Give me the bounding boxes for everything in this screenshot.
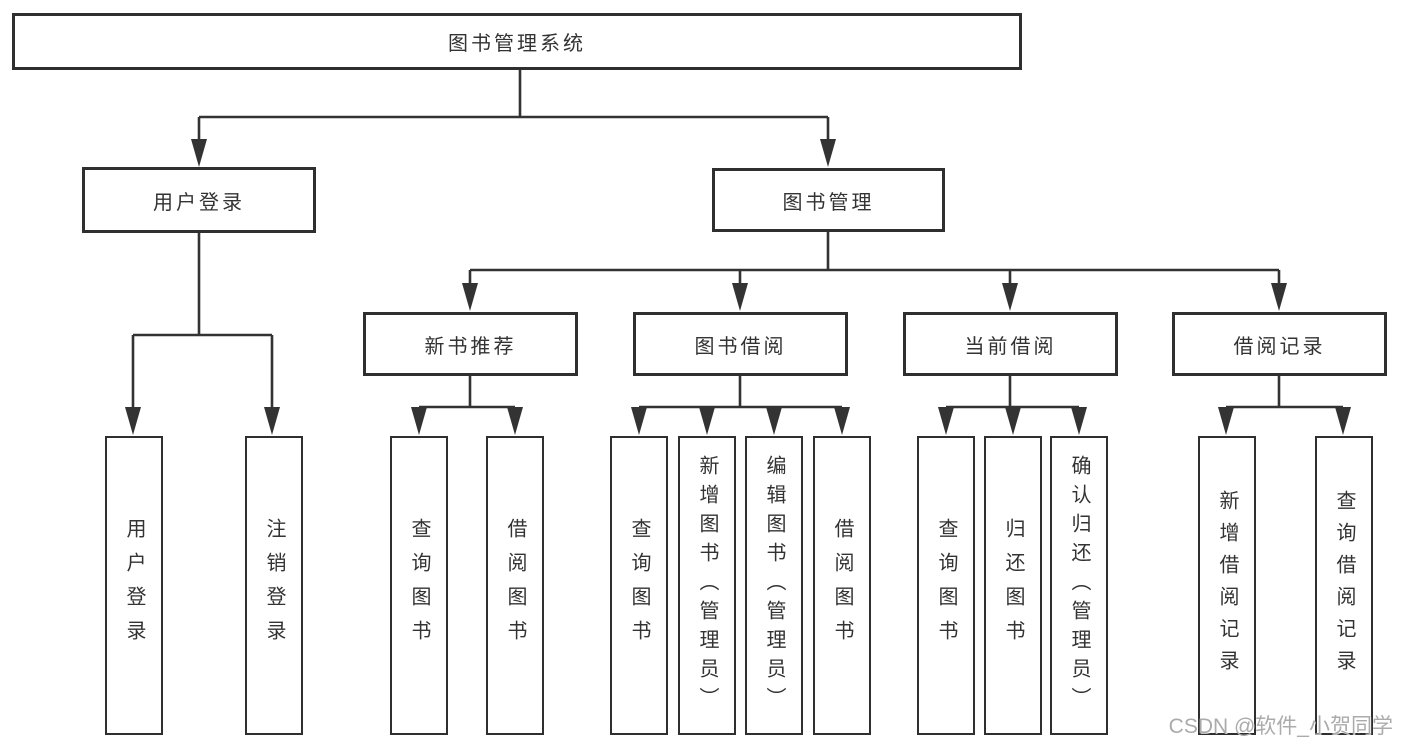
leaf-borrow-books-recommend: 借阅图书 (486, 436, 544, 735)
node-library-management-system: 图书管理系统 (12, 13, 1022, 70)
leaf-label: 归还图书 (1002, 517, 1024, 654)
leaf-label: 新增借阅记录 (1216, 489, 1238, 682)
node-label: 图书管理系统 (448, 33, 586, 55)
node-label: 借阅记录 (1233, 335, 1326, 358)
leaf-logout: 注销登录 (245, 436, 303, 735)
leaf-label: 确认归还（管理员） (1068, 455, 1090, 716)
leaf-edit-book-admin: 编辑图书（管理员） (745, 436, 803, 735)
node-borrowing-records: 借阅记录 (1172, 312, 1387, 376)
leaf-label: 借阅图书 (504, 517, 526, 654)
node-new-book-recommendation: 新书推荐 (363, 312, 578, 376)
leaf-confirm-return-admin: 确认归还（管理员） (1050, 436, 1108, 735)
leaf-label: 查询图书 (935, 517, 957, 654)
leaf-add-book-admin: 新增图书（管理员） (678, 436, 736, 735)
node-current-borrowing: 当前借阅 (903, 312, 1118, 376)
leaf-query-books-current: 查询图书 (917, 436, 975, 735)
leaf-label: 查询借阅记录 (1333, 489, 1355, 682)
node-label: 当前借阅 (964, 335, 1057, 358)
leaf-label: 借阅图书 (831, 517, 853, 654)
node-label: 图书管理 (782, 191, 875, 214)
node-label: 用户登录 (153, 191, 245, 214)
node-label: 新书推荐 (424, 335, 517, 358)
leaf-label: 新增图书（管理员） (696, 455, 718, 716)
leaf-return-books: 归还图书 (984, 436, 1042, 735)
node-label: 图书借阅 (694, 335, 787, 358)
leaf-label: 查询图书 (628, 517, 650, 654)
leaf-label: 编辑图书（管理员） (763, 455, 785, 716)
node-book-management: 图书管理 (712, 168, 945, 232)
node-book-borrowing: 图书借阅 (633, 312, 848, 376)
node-user-login: 用户登录 (82, 167, 316, 233)
leaf-borrow-books: 借阅图书 (813, 436, 871, 735)
arrowheads (125, 139, 1351, 435)
leaf-query-books-recommend: 查询图书 (390, 436, 448, 735)
leaf-label: 用户登录 (123, 517, 145, 654)
leaf-query-borrow-record: 查询借阅记录 (1315, 436, 1373, 735)
leaf-query-books-borrow: 查询图书 (610, 436, 668, 735)
leaf-label: 注销登录 (263, 517, 285, 654)
leaf-add-borrow-record: 新增借阅记录 (1198, 436, 1256, 735)
leaf-label: 查询图书 (408, 517, 430, 654)
leaf-user-login: 用户登录 (105, 436, 163, 735)
csdn-watermark: CSDN @软件_小贺同学 (1168, 715, 1393, 738)
